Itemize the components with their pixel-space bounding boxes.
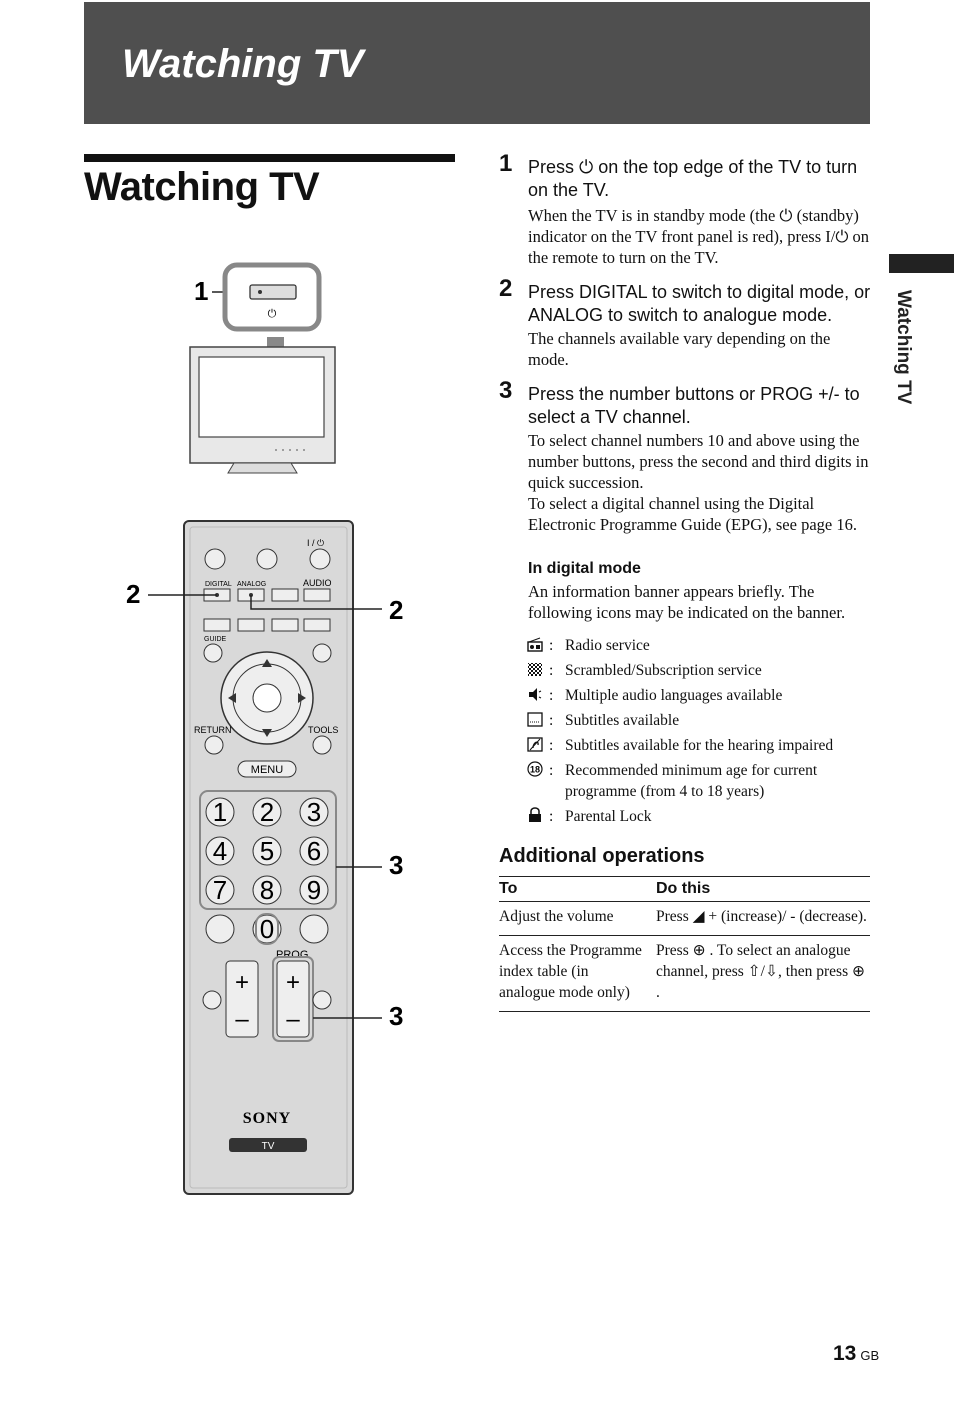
svg-text:1: 1: [213, 797, 227, 827]
callout-2-left: 2: [126, 579, 140, 609]
svg-text:7: 7: [213, 875, 227, 905]
digital-mode-title: In digital mode: [528, 560, 641, 577]
table-cell: Adjust the volume: [499, 901, 656, 936]
table-row: Access the Programme index table (in ana…: [499, 935, 870, 1012]
subtitles-icon: [527, 710, 549, 728]
list-item: :Subtitles available for the hearing imp…: [527, 735, 872, 756]
callout-3-upper: 3: [389, 850, 403, 880]
tv-remote-illustration: 1 ⏻ I / ⏻ DIGITAL ANALOG AUDIO 2: [110, 255, 410, 1205]
svg-text:5: 5: [260, 836, 274, 866]
power-symbol-icon: ⏻: [268, 307, 277, 320]
list-item: :Scrambled/Subscription service: [527, 660, 872, 681]
list-item: 18 :Recommended minimum age for current …: [527, 760, 872, 802]
list-item: :Multiple audio languages available: [527, 685, 872, 706]
callout-2-right: 2: [389, 595, 403, 625]
table-cell: Press ◢ + (increase)/ - (decrease).: [656, 901, 870, 936]
step-2-heading: Press DIGITAL to switch to digital mode,…: [528, 282, 871, 325]
callout-1: 1: [194, 276, 208, 306]
svg-text:ANALOG: ANALOG: [237, 581, 266, 588]
step-1-body: When the TV is in standby mode (the ⏻ (s…: [528, 206, 869, 267]
svg-text:+: +: [235, 969, 249, 996]
list-item: :Parental Lock: [527, 806, 872, 827]
side-tab-marker: [889, 254, 954, 273]
svg-text:RETURN: RETURN: [194, 725, 232, 735]
chapter-title: Watching TV: [122, 42, 364, 86]
illustration-svg: 1 ⏻ I / ⏻ DIGITAL ANALOG AUDIO 2: [126, 262, 403, 1195]
side-tab-label: Watching TV: [893, 290, 914, 405]
column-header-to: To: [499, 876, 656, 902]
step-3-heading: Press the number buttons or PROG +/- to …: [528, 384, 860, 427]
svg-text:4: 4: [213, 836, 227, 866]
svg-text:9: 9: [307, 875, 321, 905]
list-item: :Subtitles available: [527, 710, 872, 731]
step-3-body-2: To select a digital channel using the Di…: [528, 494, 857, 534]
svg-text:TOOLS: TOOLS: [308, 725, 338, 735]
scrambled-icon: [527, 660, 549, 678]
svg-text:GUIDE: GUIDE: [204, 636, 227, 643]
section-rule: [84, 154, 455, 162]
hearing-impaired-icon: [527, 735, 549, 753]
additional-operations-title: Additional operations: [499, 845, 705, 867]
svg-text:0: 0: [260, 914, 274, 944]
table-row: Adjust the volume Press ◢ + (increase)/ …: [499, 901, 870, 936]
callout-3-lower: 3: [389, 1001, 403, 1031]
chapter-banner: Watching TV: [84, 2, 870, 124]
operations-table: To Do this Adjust the volume Press ◢ + (…: [499, 876, 870, 1012]
svg-text:–: –: [235, 1006, 249, 1033]
svg-text:AUDIO: AUDIO: [303, 578, 332, 588]
banner-icon-list: :Radio service :Scrambled/Subscription s…: [527, 635, 872, 831]
radio-service-icon: [527, 635, 549, 653]
age-18-icon: 18: [527, 760, 549, 778]
svg-text:2: 2: [260, 797, 274, 827]
sony-logo: SONY: [243, 1110, 291, 1127]
svg-text:6: 6: [307, 836, 321, 866]
table-cell: Access the Programme index table (in ana…: [499, 935, 656, 1012]
digital-mode-text: An information banner appears briefly. T…: [528, 582, 846, 622]
svg-text:3: 3: [307, 797, 321, 827]
svg-text:PROG: PROG: [276, 949, 308, 961]
section-title: Watching TV: [84, 165, 320, 209]
svg-text:+: +: [286, 969, 300, 996]
svg-text:MENU: MENU: [251, 764, 283, 776]
multi-audio-icon: [527, 685, 549, 703]
svg-text:8: 8: [260, 875, 274, 905]
step-3-body-1: To select channel numbers 10 and above u…: [528, 431, 869, 492]
table-cell: Press ⊕ . To select an analogue channel,…: [656, 935, 870, 1012]
svg-text:18: 18: [530, 765, 540, 775]
column-header-do: Do this: [656, 876, 870, 902]
svg-text:–: –: [286, 1006, 300, 1033]
table-header-row: To Do this: [499, 876, 870, 902]
list-item: :Radio service: [527, 635, 872, 656]
svg-text:TV: TV: [262, 1141, 275, 1152]
svg-text:DIGITAL: DIGITAL: [205, 581, 232, 588]
svg-text:I / ⏻: I / ⏻: [307, 538, 324, 548]
padlock-icon: [527, 806, 549, 824]
step-2-body: The channels available vary depending on…: [528, 329, 831, 369]
step-1-heading: Press ⏻ on the top edge of the TV to tur…: [528, 157, 858, 200]
